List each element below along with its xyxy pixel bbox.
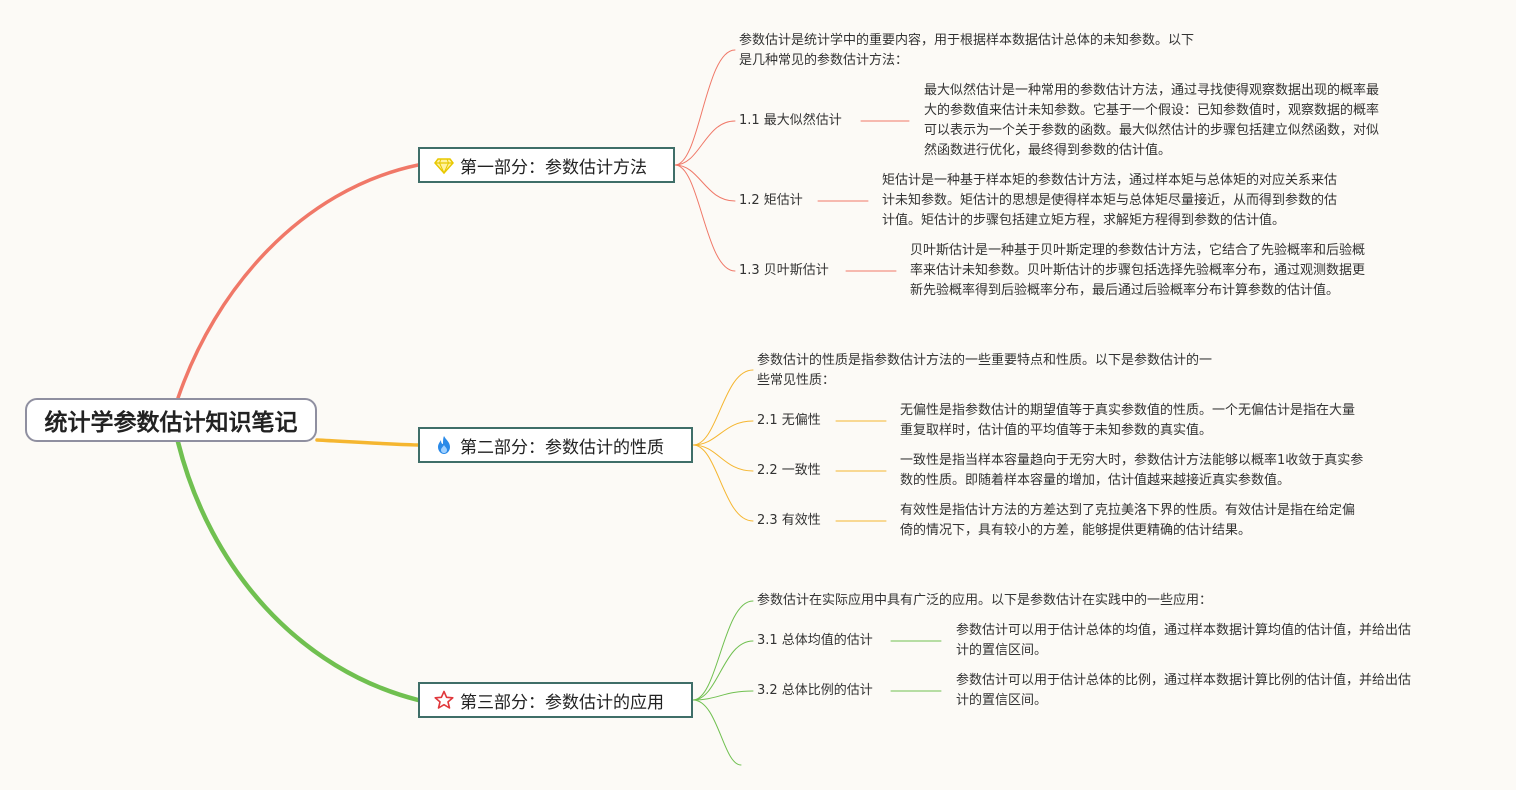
item-description: 无偏性是指参数估计的期望值等于真实参数值的性质。一个无偏估计是指在大量重复取样时… [900,403,1356,438]
section-intro: 参数估计在实际应用中具有广泛的应用。以下是参数估计在实践中的一些应用： [757,593,1213,608]
section1-branch [674,164,736,272]
item-label[interactable]: 2.3 有效性 [757,513,821,528]
root-link-properties [315,438,420,447]
section3-branch [692,699,742,766]
section-title: 第一部分：参数估计方法 [460,157,647,178]
section-title: 第二部分：参数估计的性质 [460,437,664,458]
fire-icon [434,435,454,455]
root-link-methods [176,163,420,400]
section3-branch [692,640,754,701]
item-label[interactable]: 2.2 一致性 [757,463,821,478]
section-intro: 参数估计的性质是指参数估计方法的一些重要特点和性质。以下是参数估计的一些常见性质… [757,353,1213,388]
section1-branch [674,120,736,166]
item-description: 贝叶斯估计是一种基于贝叶斯定理的参数估计方法，它结合了先验概率和后验概率来估计未… [910,243,1366,298]
item-label[interactable]: 1.3 贝叶斯估计 [739,263,829,278]
section1-branch [674,164,736,202]
item-label[interactable]: 3.2 总体比例的估计 [757,683,873,698]
star-icon [434,690,454,710]
section2-branch [692,444,754,472]
root-link-applications [175,439,421,703]
item-description: 最大似然估计是一种常用的参数估计方法，通过寻找使得观察数据出现的概率最大的参数值… [924,83,1380,158]
section1-branch [674,49,736,166]
item-description: 参数估计可以用于估计总体的均值，通过样本数据计算均值的估计值，并给出估计的置信区… [956,623,1412,658]
section3-branch [692,600,754,701]
diamond-icon [434,155,454,175]
section-intro: 参数估计是统计学中的重要内容，用于根据样本数据估计总体的未知参数。以下是几种常见… [739,33,1195,68]
section2-branch [692,444,754,522]
item-description: 一致性是指当样本容量趋向于无穷大时，参数估计方法能够以概率1收敛于真实参数的性质… [900,453,1364,488]
section2-branch [692,420,754,446]
item-label[interactable]: 3.1 总体均值的估计 [757,633,873,648]
item-description: 有效性是指估计方法的方差达到了克拉美洛下界的性质。有效估计是指在给定偏倚的情况下… [900,503,1356,538]
item-description: 参数估计可以用于估计总体的比例，通过样本数据计算比例的估计值，并给出估计的置信区… [956,673,1412,708]
root-title: 统计学参数估计知识笔记 [44,410,298,436]
item-label[interactable]: 2.1 无偏性 [757,413,821,428]
section3-branch [692,690,754,701]
item-label[interactable]: 1.2 矩估计 [739,193,803,208]
item-description: 矩估计是一种基于样本矩的参数估计方法，通过样本矩与总体矩的对应关系来估计未知参数… [882,173,1338,228]
section-title: 第三部分：参数估计的应用 [460,692,664,713]
section-node-methods[interactable]: 第一部分：参数估计方法 [418,147,675,183]
section-node-properties[interactable]: 第二部分：参数估计的性质 [418,427,693,463]
item-label[interactable]: 1.1 最大似然估计 [739,113,842,128]
section-node-applications[interactable]: 第三部分：参数估计的应用 [418,682,693,718]
section2-branch [692,369,754,446]
root-node[interactable]: 统计学参数估计知识笔记 [25,398,317,442]
